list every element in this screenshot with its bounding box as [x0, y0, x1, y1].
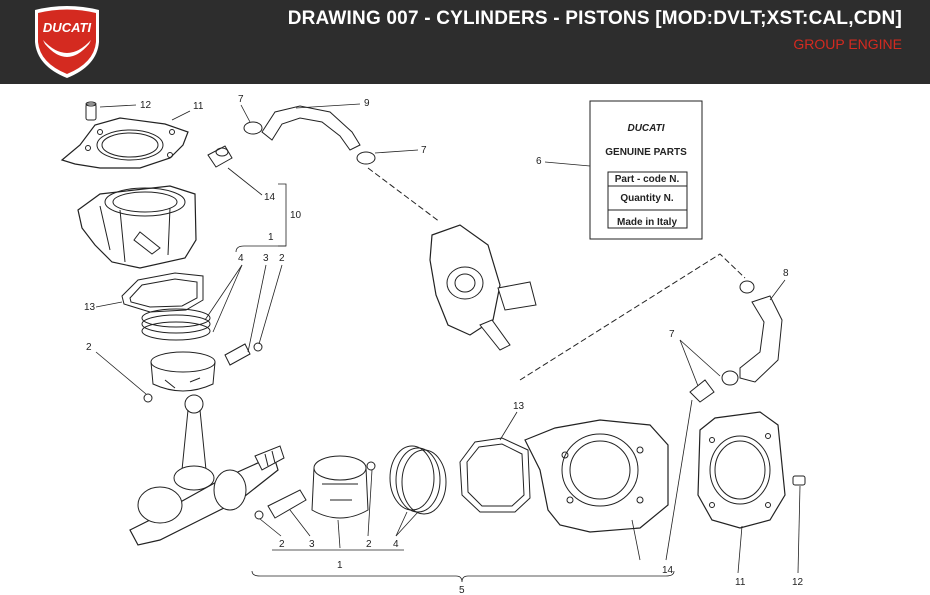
card-made-in: Made in Italy [617, 217, 677, 228]
callout-11-top: 11 [193, 101, 204, 112]
callout-3-top: 3 [263, 253, 269, 264]
callout-9: 9 [364, 98, 370, 109]
piston-rings-top [141, 308, 211, 341]
callout-labels: 12 11 7 9 7 6 14 10 1 4 3 2 13 2 8 7 13 … [84, 94, 804, 595]
head-gasket-top [60, 117, 189, 169]
dowel-pin-bottom [792, 475, 806, 486]
water-pump [429, 224, 537, 351]
callout-1-bottom: 1 [337, 560, 343, 571]
cylinder-bottom [524, 419, 669, 533]
callout-13-mid: 13 [513, 401, 525, 412]
callout-7-a: 7 [238, 94, 244, 105]
callout-4-top: 4 [238, 253, 244, 264]
piston-pin-top [224, 343, 251, 366]
card-quantity: Quantity N. [620, 193, 674, 204]
circlip-top-right [253, 342, 263, 352]
connecting-rod [173, 394, 215, 491]
callout-7-b: 7 [421, 145, 427, 156]
piston-bottom [311, 455, 369, 519]
card-genuine: GENUINE PARTS [605, 147, 687, 158]
hose-clamp-right-top [739, 280, 755, 294]
callout-10: 10 [290, 210, 302, 221]
piston-pin-bottom [267, 489, 307, 519]
group-subtitle: GROUP ENGINE [793, 36, 902, 52]
callout-11-bottom: 11 [735, 577, 746, 588]
callout-2-bottom: 2 [279, 539, 285, 550]
circlip-bottom-right [366, 461, 376, 471]
callout-12-top: 12 [140, 100, 152, 111]
base-gasket-middle [459, 437, 531, 513]
page-header: DUCATI DRAWING 007 - CYLINDERS - PISTONS… [0, 0, 930, 84]
crankshaft [129, 445, 285, 546]
callout-7-c: 7 [669, 329, 675, 340]
piston-top [150, 351, 216, 392]
coolant-hose-top [261, 105, 361, 151]
callout-12-bottom: 12 [792, 577, 804, 588]
callout-3-bottom: 3 [309, 539, 315, 550]
hose-clamp-top-a [243, 121, 263, 135]
callout-13-left: 13 [84, 302, 96, 313]
circlip-bottom-left [254, 510, 264, 520]
hose-clamp-right-bottom [721, 370, 739, 386]
page-title: DRAWING 007 - CYLINDERS - PISTONS [MOD:D… [287, 8, 902, 29]
fitting-top [207, 145, 233, 168]
callout-6: 6 [536, 156, 542, 167]
base-gasket-left [121, 272, 204, 313]
fitting-bottom [689, 379, 715, 403]
genuine-parts-card [589, 100, 703, 240]
callout-2-left: 2 [86, 342, 92, 353]
callout-4-bottom: 4 [393, 539, 399, 550]
card-part-code: Part - code N. [615, 174, 680, 185]
dowel-pin-top [85, 101, 97, 121]
piston-rings-bottom [389, 445, 447, 515]
head-gasket-bottom [697, 411, 786, 529]
hose-clamp-top-b [356, 151, 376, 165]
assembly-path-line [367, 167, 746, 381]
leader-lines [95, 103, 801, 583]
svg-text:DUCATI: DUCATI [43, 20, 92, 35]
exploded-parts-diagram: DUCATI GENUINE PARTS Part - code N. Quan… [60, 94, 806, 595]
callout-2-bottom-b: 2 [366, 539, 372, 550]
ducati-logo: DUCATI [35, 6, 99, 78]
callout-1-top: 1 [268, 232, 274, 243]
callout-2-top: 2 [279, 253, 285, 264]
callout-5: 5 [459, 585, 465, 595]
cylinder-top [77, 185, 197, 269]
callout-8: 8 [783, 268, 789, 279]
circlip-top-left [143, 393, 153, 403]
coolant-hose-right [739, 295, 783, 383]
callout-14-bottom: 14 [662, 565, 674, 576]
callout-14-top: 14 [264, 192, 276, 203]
card-brand: DUCATI [627, 123, 664, 134]
